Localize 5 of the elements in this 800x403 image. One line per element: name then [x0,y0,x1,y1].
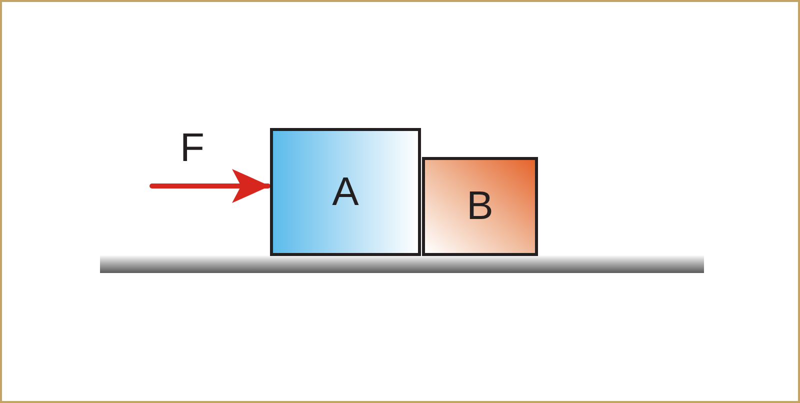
block-label: A [332,170,359,214]
block [422,157,538,256]
block [270,128,421,256]
force-label: F [180,128,204,168]
block-label: B [466,184,494,229]
